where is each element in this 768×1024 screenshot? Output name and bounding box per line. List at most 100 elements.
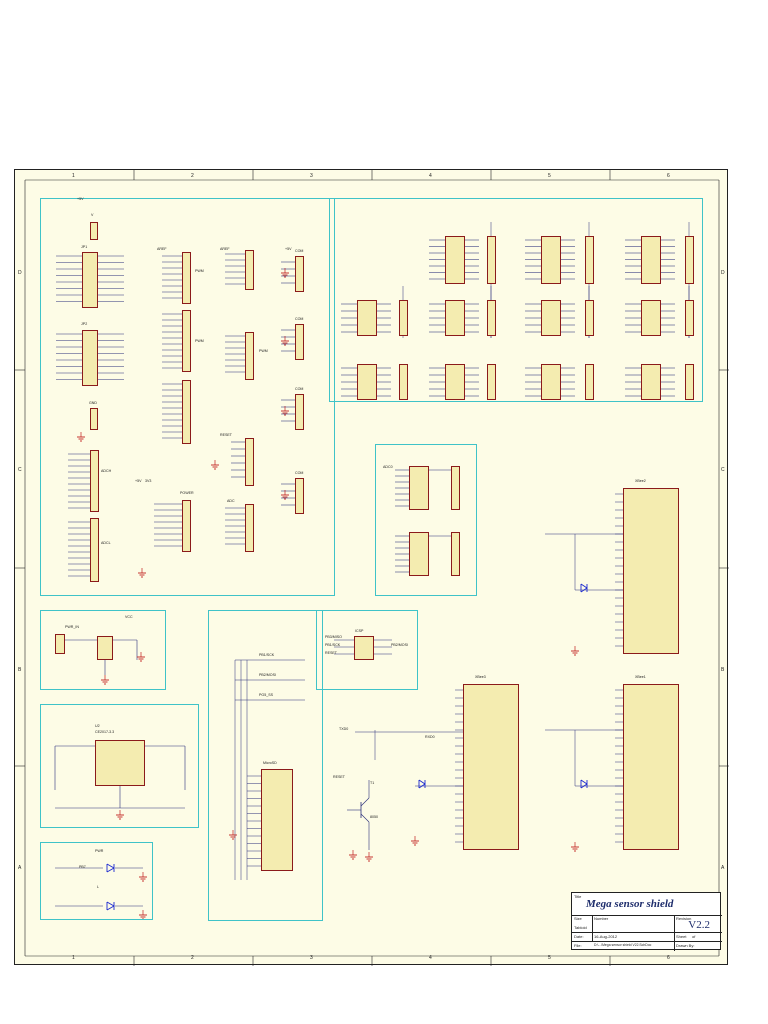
adc-l-chip-left: [409, 532, 429, 576]
adc-l-chip-right: [451, 532, 460, 576]
diode-body: [580, 587, 588, 593]
adc-header-section: [375, 444, 477, 596]
icsp-label: ICSP: [355, 629, 364, 633]
com3-chip: [295, 394, 304, 430]
microsd-chip: [261, 769, 293, 871]
plus5v-label-2: +5V: [285, 247, 292, 251]
microsd-label: MicroSD: [263, 761, 277, 765]
led-section: [40, 842, 153, 920]
j5-chip: [445, 300, 465, 336]
j11-chip: [641, 364, 661, 400]
pb-sck-net-label: PB1/SCK: [259, 653, 275, 657]
pwr-in-label: PWR_IN: [65, 625, 79, 629]
adc0-net-label: ADC0: [383, 465, 393, 469]
j-connector-col3: [685, 236, 694, 284]
diode-body: [580, 779, 588, 785]
rxd0-net-label: RXD0: [425, 735, 435, 739]
title-block-file-label: File:: [574, 943, 582, 948]
column-label-5-bottom: 5: [548, 955, 551, 961]
power-label: POWER: [180, 491, 194, 495]
reset-net-label-icsp: RESET: [325, 651, 337, 655]
power-header-chip: [182, 500, 191, 552]
title-block-file-value: D:\...\Mega sensor shield V22.SchDoc: [594, 943, 652, 947]
v-header-label: V: [91, 213, 94, 217]
row-label-d-right: D: [721, 270, 725, 276]
title-block-sheet-value: of: [692, 934, 696, 939]
column-label-4-bottom: 4: [429, 955, 432, 961]
com2-label: COM: [295, 317, 304, 321]
adc-label: ADC: [227, 499, 235, 503]
column-label-6: 6: [667, 173, 670, 179]
com4-label: COM: [295, 471, 304, 475]
title-block-title-label: Title: [574, 894, 582, 899]
title-block-divider-1: [572, 915, 722, 916]
j-connector-col6: [585, 300, 594, 336]
led-body: [106, 905, 115, 911]
l-led-label: L: [97, 885, 99, 889]
row-label-b: B: [18, 667, 22, 673]
title-block-date-label: Date:: [574, 934, 584, 939]
j-connector-col4: [399, 300, 408, 336]
com3-label: COM: [295, 387, 304, 391]
aref-net-label: AREF: [157, 247, 167, 251]
connector-header-section: [329, 198, 703, 402]
xbee1-label: XBee1: [635, 675, 646, 679]
column-label-6-bottom: 6: [667, 955, 670, 961]
adc-right-chip: [245, 504, 254, 552]
jp1-header-chip: [82, 252, 98, 308]
pg-ss-net-label: PG5_SS: [259, 693, 273, 697]
com1-chip: [295, 256, 304, 292]
power-input-section: [40, 610, 166, 690]
xbee3-chip: [463, 684, 519, 850]
com2-chip: [295, 324, 304, 360]
regulator-chip: [95, 740, 145, 786]
schematic-drawing: [15, 170, 729, 966]
j6-chip: [541, 300, 561, 336]
j8-chip: [357, 364, 377, 400]
gnd-label: GND: [89, 401, 97, 405]
adc-h-chip-right: [451, 466, 460, 510]
jp2-label: JP2: [81, 322, 88, 326]
pb7-net-label: PB7: [79, 865, 86, 869]
j7-chip: [641, 300, 661, 336]
j1-chip: [445, 236, 465, 284]
led-body: [106, 901, 115, 907]
com4-chip: [295, 478, 304, 514]
pb-mosi-net-label-icsp: PB2/MOSI: [391, 643, 408, 647]
column-label-2-bottom: 2: [191, 955, 194, 961]
microsd-section: [208, 610, 323, 921]
reset-net-label: RESET: [333, 775, 345, 779]
jp1-label: JP1: [81, 245, 88, 249]
j-connector-col2: [585, 236, 594, 284]
column-label-3: 3: [310, 173, 313, 179]
v-header-chip: [90, 222, 98, 240]
schematic-title: Mega sensor shield: [586, 898, 674, 910]
txd0-net-label: TXD0: [339, 727, 349, 731]
arduino-header-section: [40, 198, 335, 596]
com1-label: COM: [295, 249, 304, 253]
j3-chip: [641, 236, 661, 284]
schematic-sheet: 1 2 3 4 5 6 1 2 3 4 5 6 D C B A D C B A: [14, 169, 729, 966]
regulator-part-label: CE2017-3.3: [95, 730, 115, 734]
j-connector-col11: [685, 364, 694, 400]
j-connector-col7: [685, 300, 694, 336]
column-label-3-bottom: 3: [310, 955, 313, 961]
plus5v-label-1: +5V: [77, 197, 84, 201]
adch-chip: [90, 450, 99, 512]
row-label-b-right: B: [721, 667, 725, 673]
title-block-vline-2: [674, 915, 675, 951]
transistor-collector: [360, 797, 370, 807]
title-block-size-value: Tabloid: [574, 925, 587, 930]
aref-right-chip: [245, 250, 254, 290]
row-label-d: D: [18, 270, 22, 276]
jp2-header-chip: [82, 330, 98, 386]
title-block-date-value: 16-Aug-2012: [594, 934, 618, 939]
switch-chip: [97, 636, 113, 660]
adcl-chip: [90, 518, 99, 582]
row-label-a: A: [18, 865, 22, 871]
plus5v-label-3: +5V: [135, 479, 142, 483]
led-body: [106, 867, 115, 873]
column-label-4: 4: [429, 173, 432, 179]
title-block-revision-value: V2.2: [688, 919, 710, 931]
adch-label: ADCH: [101, 469, 112, 473]
